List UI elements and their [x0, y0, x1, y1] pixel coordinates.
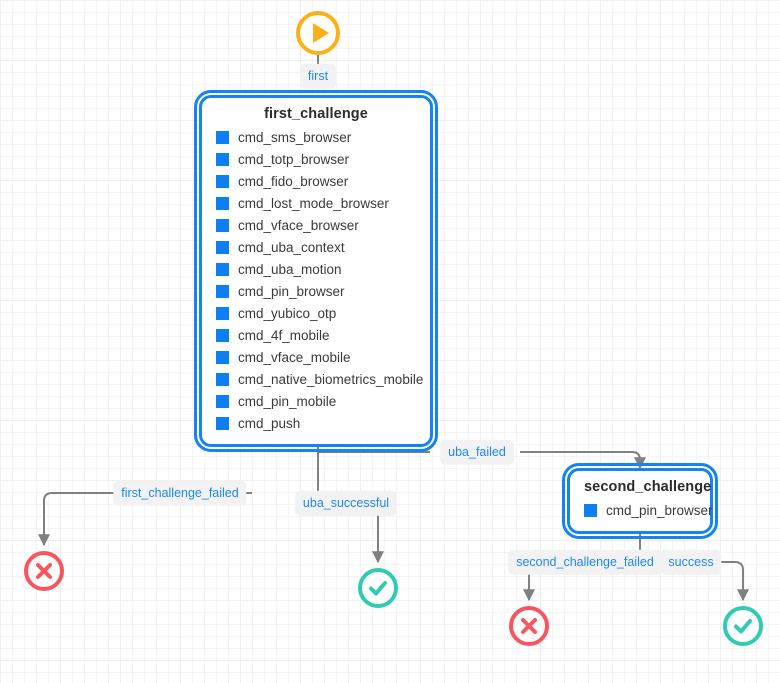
- edge-success: [720, 561, 749, 602]
- command-swatch-icon: [216, 196, 229, 210]
- start-node[interactable]: [296, 11, 340, 55]
- node-item-label: cmd_native_biometrics_mobile: [238, 371, 424, 387]
- command-swatch-icon: [216, 218, 229, 232]
- check-circle-icon: [734, 619, 752, 634]
- terminal-failure-first-challenge[interactable]: [24, 551, 64, 591]
- command-swatch-icon: [216, 130, 229, 144]
- edge-label-uba-failed[interactable]: uba_failed: [440, 439, 514, 465]
- node-title: first_challenge: [264, 106, 368, 122]
- terminal-failure-second-challenge[interactable]: [509, 606, 549, 646]
- command-swatch-icon: [216, 262, 229, 276]
- node-item[interactable]: cmd_push: [216, 412, 416, 434]
- command-swatch-icon: [216, 240, 229, 254]
- terminal-success-uba[interactable]: [358, 568, 398, 608]
- node-item[interactable]: cmd_fido_browser: [216, 170, 416, 192]
- node-item[interactable]: cmd_sms_browser: [216, 126, 416, 148]
- node-item-label: cmd_totp_browser: [238, 151, 350, 167]
- command-swatch-icon: [216, 152, 229, 166]
- command-swatch-icon: [216, 350, 229, 364]
- node-item[interactable]: cmd_4f_mobile: [216, 324, 416, 346]
- node-item[interactable]: cmd_native_biometrics_mobile: [216, 368, 423, 390]
- command-swatch-icon: [216, 372, 229, 386]
- command-swatch-icon: [584, 503, 597, 517]
- command-swatch-icon: [216, 328, 229, 342]
- command-swatch-icon: [216, 416, 229, 430]
- edge-label-first[interactable]: first: [299, 63, 337, 89]
- node-item[interactable]: cmd_totp_browser: [216, 148, 416, 170]
- node-item[interactable]: cmd_pin_mobile: [216, 390, 416, 412]
- command-swatch-icon: [216, 284, 229, 298]
- node-item[interactable]: cmd_pin_browser: [584, 499, 713, 521]
- node-item[interactable]: cmd_yubico_otp: [216, 302, 416, 324]
- node-item-label: cmd_pin_browser: [606, 502, 713, 518]
- terminal-success-final[interactable]: [723, 606, 763, 646]
- x-circle-icon: [36, 563, 52, 579]
- command-swatch-icon: [216, 394, 229, 408]
- node-item[interactable]: cmd_vface_mobile: [216, 346, 416, 368]
- node-item-label: cmd_pin_mobile: [238, 393, 337, 409]
- node-item-label: cmd_push: [238, 415, 301, 431]
- node-item[interactable]: cmd_pin_browser: [216, 280, 416, 302]
- node-item[interactable]: cmd_uba_motion: [216, 258, 416, 280]
- node-item[interactable]: cmd_uba_context: [216, 236, 416, 258]
- command-swatch-icon: [216, 306, 229, 320]
- node-second-challenge[interactable]: second_challenge cmd_pin_browser: [562, 463, 718, 539]
- node-item[interactable]: cmd_vface_browser: [216, 214, 416, 236]
- edge-label-success[interactable]: success: [660, 549, 722, 575]
- node-first-challenge[interactable]: first_challenge cmd_sms_browser cmd_totp…: [194, 90, 438, 452]
- node-item[interactable]: cmd_lost_mode_browser: [216, 192, 416, 214]
- edge-label-uba-successful[interactable]: uba_successful: [294, 490, 398, 516]
- node-item-label: cmd_4f_mobile: [238, 327, 330, 343]
- edge-uba-failed-right: [520, 451, 646, 470]
- edge-label-first-challenge-failed[interactable]: first_challenge_failed: [113, 480, 247, 506]
- node-item-label: cmd_vface_mobile: [238, 349, 351, 365]
- node-item-label: cmd_yubico_otp: [238, 305, 337, 321]
- node-item-label: cmd_pin_browser: [238, 283, 345, 299]
- node-item-label: cmd_vface_browser: [238, 217, 359, 233]
- play-icon: [312, 23, 329, 43]
- node-item-label: cmd_uba_motion: [238, 261, 342, 277]
- node-item-label: cmd_sms_browser: [238, 129, 352, 145]
- check-circle-icon: [369, 581, 387, 596]
- command-swatch-icon: [216, 174, 229, 188]
- node-title: second_challenge: [584, 479, 712, 495]
- node-item-label: cmd_uba_context: [238, 239, 345, 255]
- node-item-label: cmd_fido_browser: [238, 173, 349, 189]
- edge-label-second-challenge-failed[interactable]: second_challenge_failed: [508, 549, 662, 575]
- x-circle-icon: [521, 618, 537, 634]
- node-item-label: cmd_lost_mode_browser: [238, 195, 389, 211]
